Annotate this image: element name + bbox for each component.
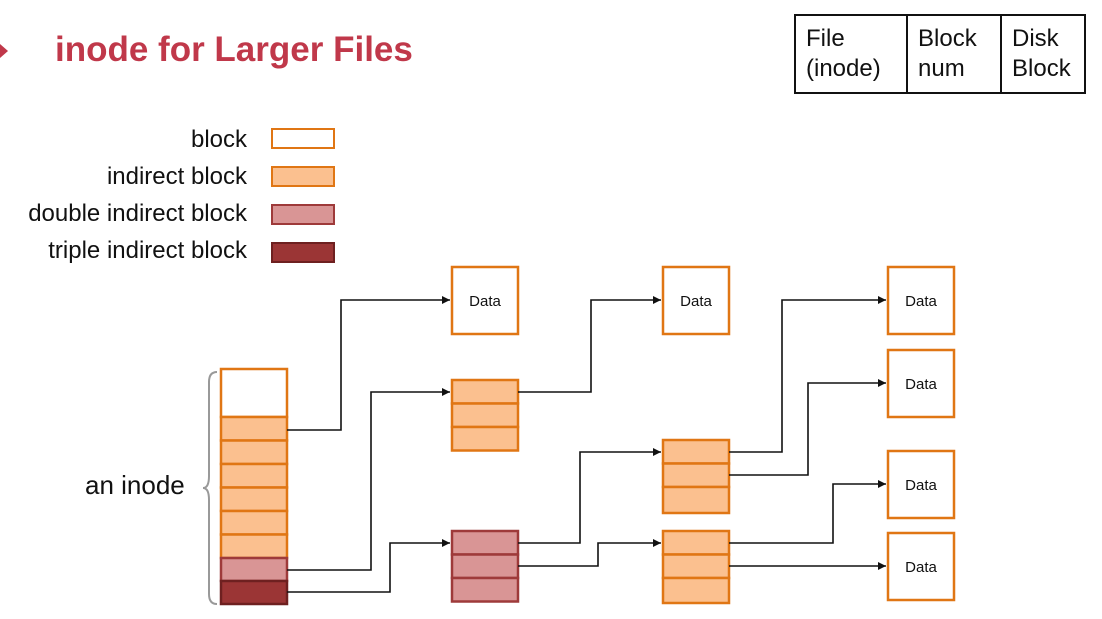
page-title: inode for Larger Files [55, 30, 413, 69]
pointer-arrow [518, 448, 661, 544]
indirect-block-3 [661, 529, 731, 605]
data-label: Data [905, 477, 937, 494]
data-label: Data [680, 293, 712, 310]
legend-swatch-double-indirect [271, 204, 335, 225]
data-label: Data [469, 293, 501, 310]
pointer-arrow [518, 539, 661, 567]
key-cell-disk-block: Disk Block [1000, 14, 1086, 94]
legend-swatch-block [271, 128, 335, 149]
legend-label-double-indirect: double indirect block [28, 200, 247, 227]
pointer-arrow [518, 296, 661, 393]
inode-brace [202, 371, 218, 605]
indirect-block-1 [450, 378, 520, 452]
data-block [886, 348, 956, 419]
legend-swatch-indirect [271, 166, 335, 187]
legend-swatch-triple-indirect [271, 242, 335, 263]
indirect-block-2 [661, 438, 731, 515]
legend-label-block: block [190, 126, 247, 153]
legend-label-triple-indirect: triple indirect block [48, 237, 247, 264]
key-cell-file: File (inode) [794, 14, 908, 94]
legend-label-indirect: indirect block [106, 163, 247, 190]
data-block [886, 531, 956, 602]
inode-label: an inode [85, 470, 185, 500]
pointer-arrow [729, 379, 886, 476]
pointer-arrow [287, 539, 450, 593]
inode-block-stack [219, 367, 289, 606]
pointer-arrow [287, 388, 450, 571]
data-block [886, 265, 956, 336]
data-label: Data [905, 559, 937, 576]
inode-double-indirect-pointer [219, 556, 289, 583]
data-block [450, 265, 520, 336]
double-indirect-block [450, 529, 520, 603]
key-cell-block-num: Block num [906, 14, 1002, 94]
pointer-arrow [729, 480, 886, 544]
data-block [661, 265, 731, 336]
title-bullet-icon [0, 44, 8, 58]
pointer-arrow [287, 296, 450, 431]
data-label: Data [905, 293, 937, 310]
data-block [886, 449, 956, 520]
inode-triple-indirect-pointer [219, 579, 289, 606]
pointer-arrow [729, 296, 886, 453]
key-table: File (inode) Block num Disk Block [794, 14, 1086, 94]
data-label: Data [905, 376, 937, 393]
